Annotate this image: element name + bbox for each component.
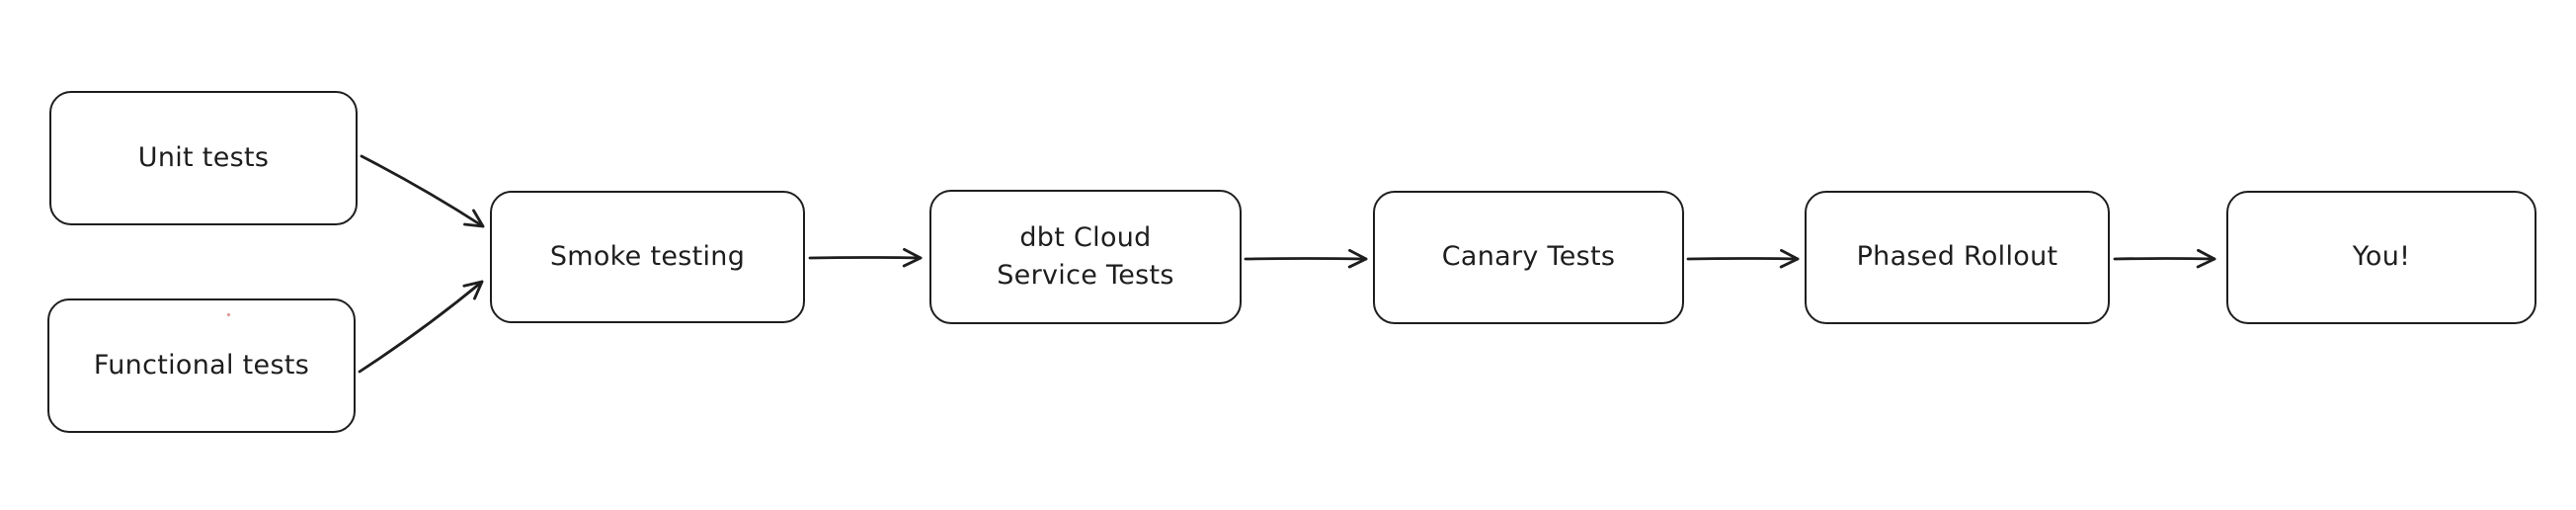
- node-label-phased-rollout: Phased Rollout: [1856, 241, 2058, 273]
- node-dbt-cloud-service-tests: dbt Cloud Service Tests: [929, 190, 1242, 324]
- node-label-you: You!: [2352, 241, 2411, 273]
- node-label-functional-tests: Functional tests: [93, 349, 310, 381]
- node-canary-tests: Canary Tests: [1373, 191, 1684, 324]
- node-label-unit-tests: Unit tests: [137, 141, 270, 173]
- arrow-unit-tests-to-smoke-testing: [360, 154, 485, 228]
- node-label-dbt-cloud-service-tests: dbt Cloud Service Tests: [997, 221, 1174, 291]
- stray-red-dot: [227, 313, 230, 316]
- node-label-smoke-testing: Smoke testing: [549, 240, 746, 272]
- arrow-functional-tests-to-smoke-testing: [358, 280, 484, 374]
- node-you: You!: [2226, 191, 2536, 324]
- arrow-dbt-cloud-service-tests-to-canary-tests: [1244, 248, 1368, 269]
- node-unit-tests: Unit tests: [49, 91, 358, 225]
- node-phased-rollout: Phased Rollout: [1805, 191, 2110, 324]
- arrow-smoke-testing-to-dbt-cloud-service-tests: [808, 247, 923, 268]
- node-smoke-testing: Smoke testing: [490, 191, 805, 323]
- arrow-phased-rollout-to-you: [2113, 248, 2216, 269]
- node-label-canary-tests: Canary Tests: [1441, 241, 1616, 273]
- node-functional-tests: Functional tests: [47, 298, 356, 433]
- arrow-canary-tests-to-phased-rollout: [1686, 248, 1800, 269]
